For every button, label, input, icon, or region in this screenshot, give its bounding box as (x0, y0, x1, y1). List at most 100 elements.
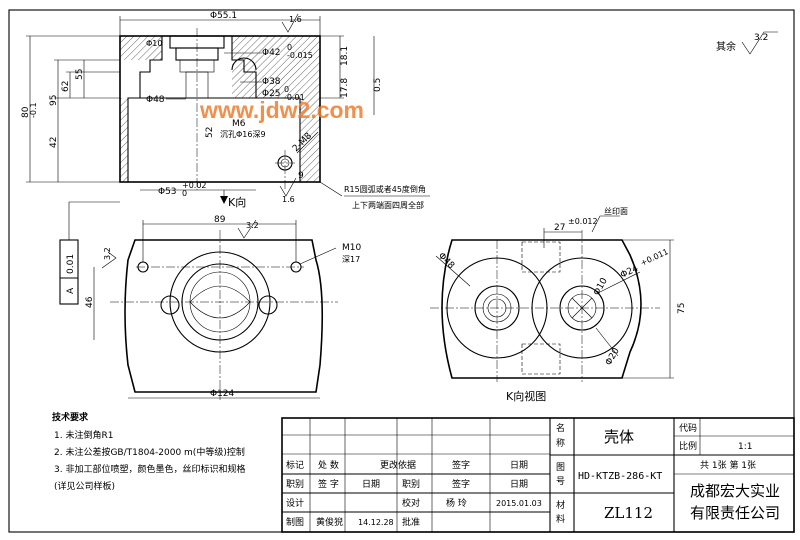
svg-text:图: 图 (556, 462, 565, 473)
dim-phi48: Φ48 (146, 95, 165, 105)
dim-75: 75 (677, 303, 687, 314)
roughness-1-6-bottom: 1.6 (282, 195, 295, 204)
dim-phi38: Φ38 (262, 77, 281, 87)
dim-55: 55 (75, 69, 85, 80)
roughness-3-2-left: 3.2 (103, 247, 112, 260)
dim-phi42: Φ42 (262, 48, 281, 58)
company-line-2: 有限责任公司 (690, 504, 780, 522)
left-boss-circle (160, 295, 180, 315)
scale-label: 比例 (679, 440, 697, 452)
tech-req-heading: 技术要求 (52, 411, 89, 423)
svg-text:职别: 职别 (286, 479, 304, 490)
svg-text:+0.02: +0.02 (182, 181, 207, 190)
checker-name: 杨 玲 (446, 497, 467, 509)
roughness-3-2-top: 3.2 (246, 221, 259, 230)
hatch-left-wall (120, 98, 128, 182)
general-roughness: 其余 3.2 (716, 31, 778, 55)
m10-note: 深17 (342, 255, 360, 264)
dim-46: 46 (85, 296, 95, 308)
r15-note-2: 上下两端面四周全部 (352, 200, 424, 210)
code-label: 代码 (679, 423, 697, 434)
svg-text:-0.015: -0.015 (287, 51, 313, 60)
roughness-rest-label: 其余 (716, 40, 736, 53)
dim-18-1: 18.1 (340, 46, 350, 66)
check-date: 2015.01.03 (496, 499, 542, 508)
k-dim-phi10: Φ10 (592, 276, 610, 297)
m6-label: M6 (232, 119, 246, 129)
dim-17-8: 17.8 (340, 78, 350, 98)
tech-req-item-2: 2. 未注公差按GB/T1804-2000 m(中等级)控制 (54, 446, 245, 458)
k-direction-label: K向 (228, 195, 246, 209)
svg-text:0: 0 (284, 85, 289, 94)
tolerance-value: 0.01 (66, 254, 76, 274)
tech-req-item-4: (详见公司样板) (54, 480, 115, 492)
k-dim-phi20: Φ20 (604, 346, 622, 367)
company-line-1: 成都宏大实业 (690, 482, 780, 500)
tech-req-item-3: 3. 非加工部位喷塑，颜色墨色，丝印标识和规格 (54, 463, 245, 475)
svg-text:校对: 校对 (402, 497, 420, 509)
name-label-2: 称 (556, 437, 565, 449)
m6-note: 沉孔Φ16深9 (220, 130, 266, 139)
r15-note: R15圆弧或者45度倒角 (344, 184, 426, 194)
dim-62: 62 (61, 81, 71, 92)
svg-text:签字: 签字 (452, 459, 470, 471)
k-dim-phi48: Φ48 (436, 251, 456, 271)
dim-9: 9 (298, 171, 304, 181)
svg-text:日期: 日期 (362, 479, 380, 490)
svg-text:-0.1: -0.1 (29, 102, 38, 118)
svg-text:职别: 职别 (402, 479, 420, 490)
dim-89: 89 (214, 215, 226, 225)
svg-text:标记: 标记 (286, 459, 304, 471)
svg-text:制图: 制图 (286, 516, 304, 528)
dim-95: 95 (49, 95, 59, 106)
svg-text:号: 号 (556, 476, 565, 487)
svg-text:处 数: 处 数 (318, 459, 339, 471)
svg-text:签 字: 签 字 (318, 478, 339, 490)
svg-text:±0.012: ±0.012 (568, 217, 598, 226)
dim-phi10-top: Φ10 (146, 39, 162, 48)
dim-0-5: 0.5 (373, 78, 383, 92)
svg-text:材: 材 (556, 499, 565, 511)
svg-text:+0.011: +0.011 (639, 247, 670, 268)
tolerance-datum: A (66, 287, 76, 294)
drafter-name: 黄俊猊 (316, 516, 343, 528)
svg-text:0: 0 (182, 189, 187, 198)
dim-phi55-1: Φ55.1 (210, 11, 237, 21)
dim-27: 27 (554, 223, 565, 233)
drawing-number: HD-KTZB-286-KT (578, 471, 662, 482)
svg-text:料: 料 (556, 513, 565, 525)
dim-phi25: Φ25 (262, 89, 281, 99)
dim-phi124: Φ124 (210, 389, 235, 399)
material: ZL112 (604, 504, 653, 522)
sheet-info: 共 1张 第 1张 (700, 459, 756, 471)
scale-value: 1:1 (738, 442, 752, 452)
svg-text:更改依据: 更改依据 (380, 459, 416, 471)
watermark-text: www.jdw2.com (199, 97, 364, 123)
name-label-1: 名 (556, 422, 565, 434)
title-block: 名 称 壳体 代码 比例 1:1 共 1张 第 1张 图 号 HD-KTZB-2… (281, 417, 795, 533)
flange-outline (124, 239, 324, 393)
svg-text:设计: 设计 (286, 497, 304, 509)
part-name: 壳体 (604, 428, 634, 446)
draft-date: 14.12.28 (358, 518, 394, 527)
svg-text:日期: 日期 (510, 479, 528, 490)
svg-text:日期: 日期 (510, 460, 528, 471)
k-direction-view: 27 ±0.012 丝印面 Φ48 Φ10 Φ24 +0.011 Φ20 75 … (430, 206, 687, 403)
bottom-left-view: 89 3.2 3.2 M10 深17 46 Φ124 0.01 A (59, 201, 361, 400)
hatch-top-right (232, 36, 320, 60)
dim-52: 52 (205, 127, 215, 138)
svg-text:0: 0 (287, 43, 292, 52)
tech-req-item-1: 1. 未注倒角R1 (54, 429, 113, 441)
technical-requirements: 技术要求 1. 未注倒角R1 2. 未注公差按GB/T1804-2000 m(中… (52, 411, 245, 492)
svg-text:-0.01: -0.01 (284, 93, 305, 102)
right-boss-circle (258, 295, 278, 315)
m10-label: M10 (342, 243, 361, 253)
hatch-right-block (232, 60, 320, 98)
hatch-top-left (120, 36, 162, 60)
svg-text:批准: 批准 (402, 516, 420, 528)
roughness-1-6-top: 1.6 (289, 15, 302, 24)
dim-80: 80 (21, 106, 31, 118)
silk-screen-label: 丝印面 (604, 206, 628, 216)
dim-phi53: Φ53 (158, 187, 177, 197)
